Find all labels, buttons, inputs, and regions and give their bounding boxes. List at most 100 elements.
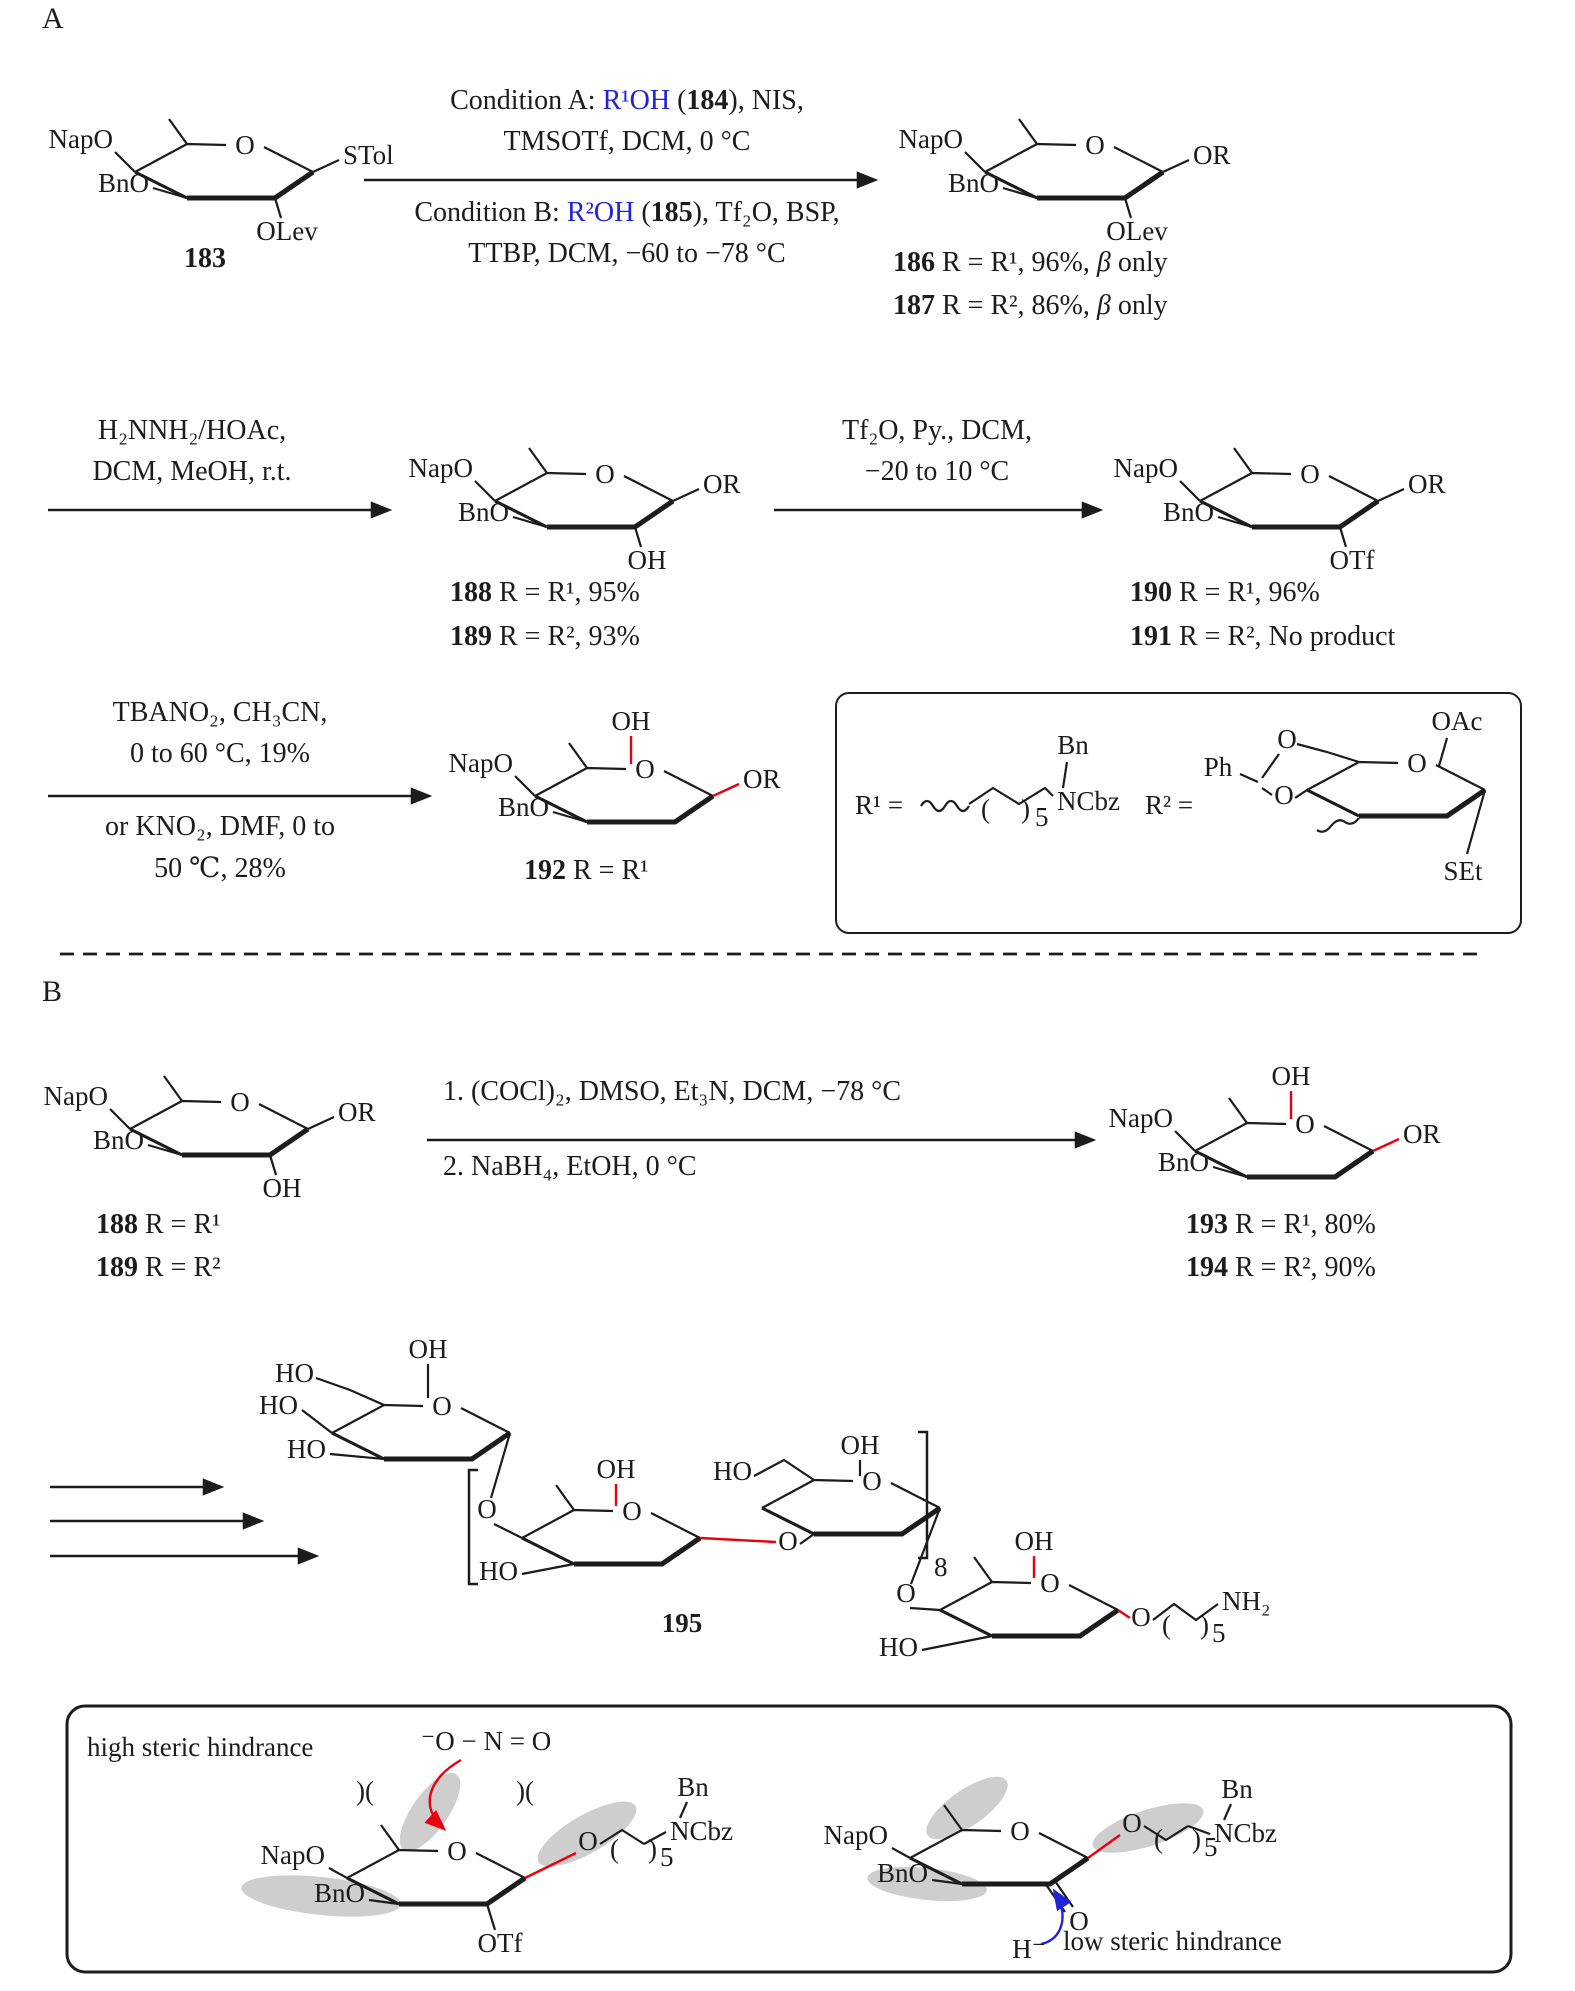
box-left-paren-close: ) xyxy=(648,1834,657,1864)
condition-tf2o-line2: −20 to 10 °C xyxy=(864,456,1010,487)
repeat-subscript-8: 8 xyxy=(934,1552,948,1582)
r2-ph-label: Ph xyxy=(1204,752,1233,782)
low-steric-hindrance-label: low steric hindrance xyxy=(1063,1926,1282,1956)
label-188-panel-b: 188 R = R¹ xyxy=(96,1209,221,1241)
or-label: OR xyxy=(1403,1119,1441,1149)
bno-label: BnO xyxy=(498,792,549,822)
label-189: 189 R = R², 93% xyxy=(450,621,640,653)
ring-195-sugar2 xyxy=(522,1496,700,1564)
condition-a-line1: Condition A: R¹OH (184), NIS, xyxy=(450,85,804,117)
multi-step-arrow-3 xyxy=(50,1547,320,1565)
ring-193 xyxy=(1195,1109,1373,1177)
ring-195-sugar1 xyxy=(332,1391,510,1459)
label-194: 194 R = R², 90% xyxy=(1186,1252,1376,1284)
bno-label: BnO xyxy=(948,168,999,198)
substituent-bonds xyxy=(514,775,588,824)
methyl-190 xyxy=(1232,446,1254,475)
steric-hindrance-box: high steric hindrance ⁻O − N = O )( )( N… xyxy=(65,1704,1513,1974)
anomeric-bond-red xyxy=(1372,1137,1400,1153)
condition-hydrazine-line1: H₂NNH₂/HOAc, xyxy=(97,415,287,446)
sugar2-oh-axial: OH xyxy=(597,1454,636,1484)
steric-ellipse-right-bottom xyxy=(867,1866,987,1902)
r2-squiggle xyxy=(1316,817,1360,833)
num-192: 192 xyxy=(524,855,566,886)
box-right-paren-open: ( xyxy=(1154,1824,1163,1854)
or-label: OR xyxy=(1193,140,1231,170)
substituent-bonds xyxy=(114,151,340,219)
r1-subscript-5: 5 xyxy=(1035,802,1049,832)
panel-b-label: B xyxy=(42,975,63,1008)
or-label: OR xyxy=(338,1097,376,1127)
bno-label: BnO xyxy=(98,168,149,198)
condition-tbano2-line1: TBANO₂, CH₃CN, xyxy=(112,697,328,728)
condition-b-line1: Condition B: R²OH (185), Tf₂O, BSP, xyxy=(414,197,839,229)
sugar3-oh-axial: OH xyxy=(841,1430,880,1460)
repeat-bracket-left xyxy=(467,1468,478,1586)
num-189: 189 xyxy=(450,621,492,652)
label-189-panel-b: 189 R = R² xyxy=(96,1252,221,1284)
napo-label: NapO xyxy=(49,124,113,154)
ring-195-sugar4 xyxy=(940,1568,1118,1636)
box-left-subscript-5: 5 xyxy=(660,1842,674,1872)
structure-190: NapO BnO OR OTf xyxy=(1114,446,1446,575)
napo-label: NapO xyxy=(409,453,473,483)
text-186: R = R¹, 96%, xyxy=(935,247,1097,278)
label-190: 190 R = R¹, 96% xyxy=(1130,577,1320,609)
num-194: 194 xyxy=(1186,1252,1228,1283)
text-188: R = R¹, 95% xyxy=(492,577,640,608)
box-left-o-link: O xyxy=(578,1826,598,1856)
structure-195-oligosaccharide: HO OH HO HO O OH HO O HO OH 8 O xyxy=(259,1334,1270,1662)
num-187: 187 xyxy=(893,290,935,321)
r2-acetal-o-top: O xyxy=(1277,724,1297,754)
bno-label: BnO xyxy=(1163,497,1214,527)
oh-label: OH xyxy=(263,1173,302,1203)
condition-b-line2: TTBP, DCM, −60 to −78 °C xyxy=(468,238,786,269)
sugar4-ho: HO xyxy=(879,1632,918,1662)
sugar2-anomeric-bond-red xyxy=(699,1536,777,1544)
methyl-188b xyxy=(162,1074,184,1103)
beta-186: β xyxy=(1096,247,1111,278)
olev-label: OLev xyxy=(256,216,318,246)
glycosidic-o-3: O xyxy=(896,1578,916,1608)
sugar1-ho-top: HO xyxy=(275,1358,314,1388)
text-192: R = R¹ xyxy=(566,855,649,886)
ring-183 xyxy=(135,130,313,198)
substituent-bonds xyxy=(1174,1130,1248,1179)
nitrite-attack-arrow xyxy=(424,1758,462,1831)
r2-equals-label: R² = xyxy=(1145,790,1193,820)
methyl-183 xyxy=(167,117,189,146)
oh-label: OH xyxy=(1272,1061,1311,1091)
box-left-otf: OTf xyxy=(478,1928,523,1958)
structure-193: OH NapO BnO OR xyxy=(1109,1061,1441,1223)
r1-paren-close: ) xyxy=(1021,794,1030,824)
compound-number-195: 195 xyxy=(662,1608,703,1638)
or-label: OR xyxy=(703,469,741,499)
condition-hydrazine-line2: DCM, MeOH, r.t. xyxy=(92,456,292,487)
num-191: 191 xyxy=(1130,621,1172,652)
text-193: R = R¹, 80% xyxy=(1228,1209,1376,1240)
chain-paren-open: ( xyxy=(1162,1610,1171,1640)
oh-label: OH xyxy=(628,545,667,575)
r1-paren-open: ( xyxy=(981,794,990,824)
label-186: 186 R = R¹, 96%, β only xyxy=(893,247,1168,279)
napo-label: NapO xyxy=(449,748,513,778)
substituent-bonds xyxy=(964,151,1190,219)
r1-bn-label: Bn xyxy=(1057,730,1089,760)
structure-188: NapO BnO OR OH xyxy=(409,446,741,575)
structure-183: NapO BnO STol OLev xyxy=(49,117,394,246)
label-188: 188 R = R¹, 95% xyxy=(450,577,640,609)
structure-192: OH NapO BnO OR xyxy=(449,706,781,868)
reaction-arrow-1 xyxy=(364,171,879,189)
methyl-188 xyxy=(527,446,549,475)
condition-a-line2: TMSOTf, DCM, 0 °C xyxy=(503,126,751,157)
multi-step-arrow-2 xyxy=(50,1512,265,1530)
label-191: 191 R = R², No product xyxy=(1130,621,1395,653)
box-left-napo: NapO xyxy=(261,1840,325,1870)
reaction-arrow-5 xyxy=(427,1131,1097,1149)
chain-subscript-5: 5 xyxy=(1212,1618,1226,1648)
multi-step-arrow-1 xyxy=(50,1478,225,1496)
r1-bonds xyxy=(920,761,1069,813)
nitrite-label: ⁻O − N = O xyxy=(421,1726,551,1756)
label-192: 192 R = R¹ xyxy=(524,855,649,887)
ring-192 xyxy=(535,754,713,822)
